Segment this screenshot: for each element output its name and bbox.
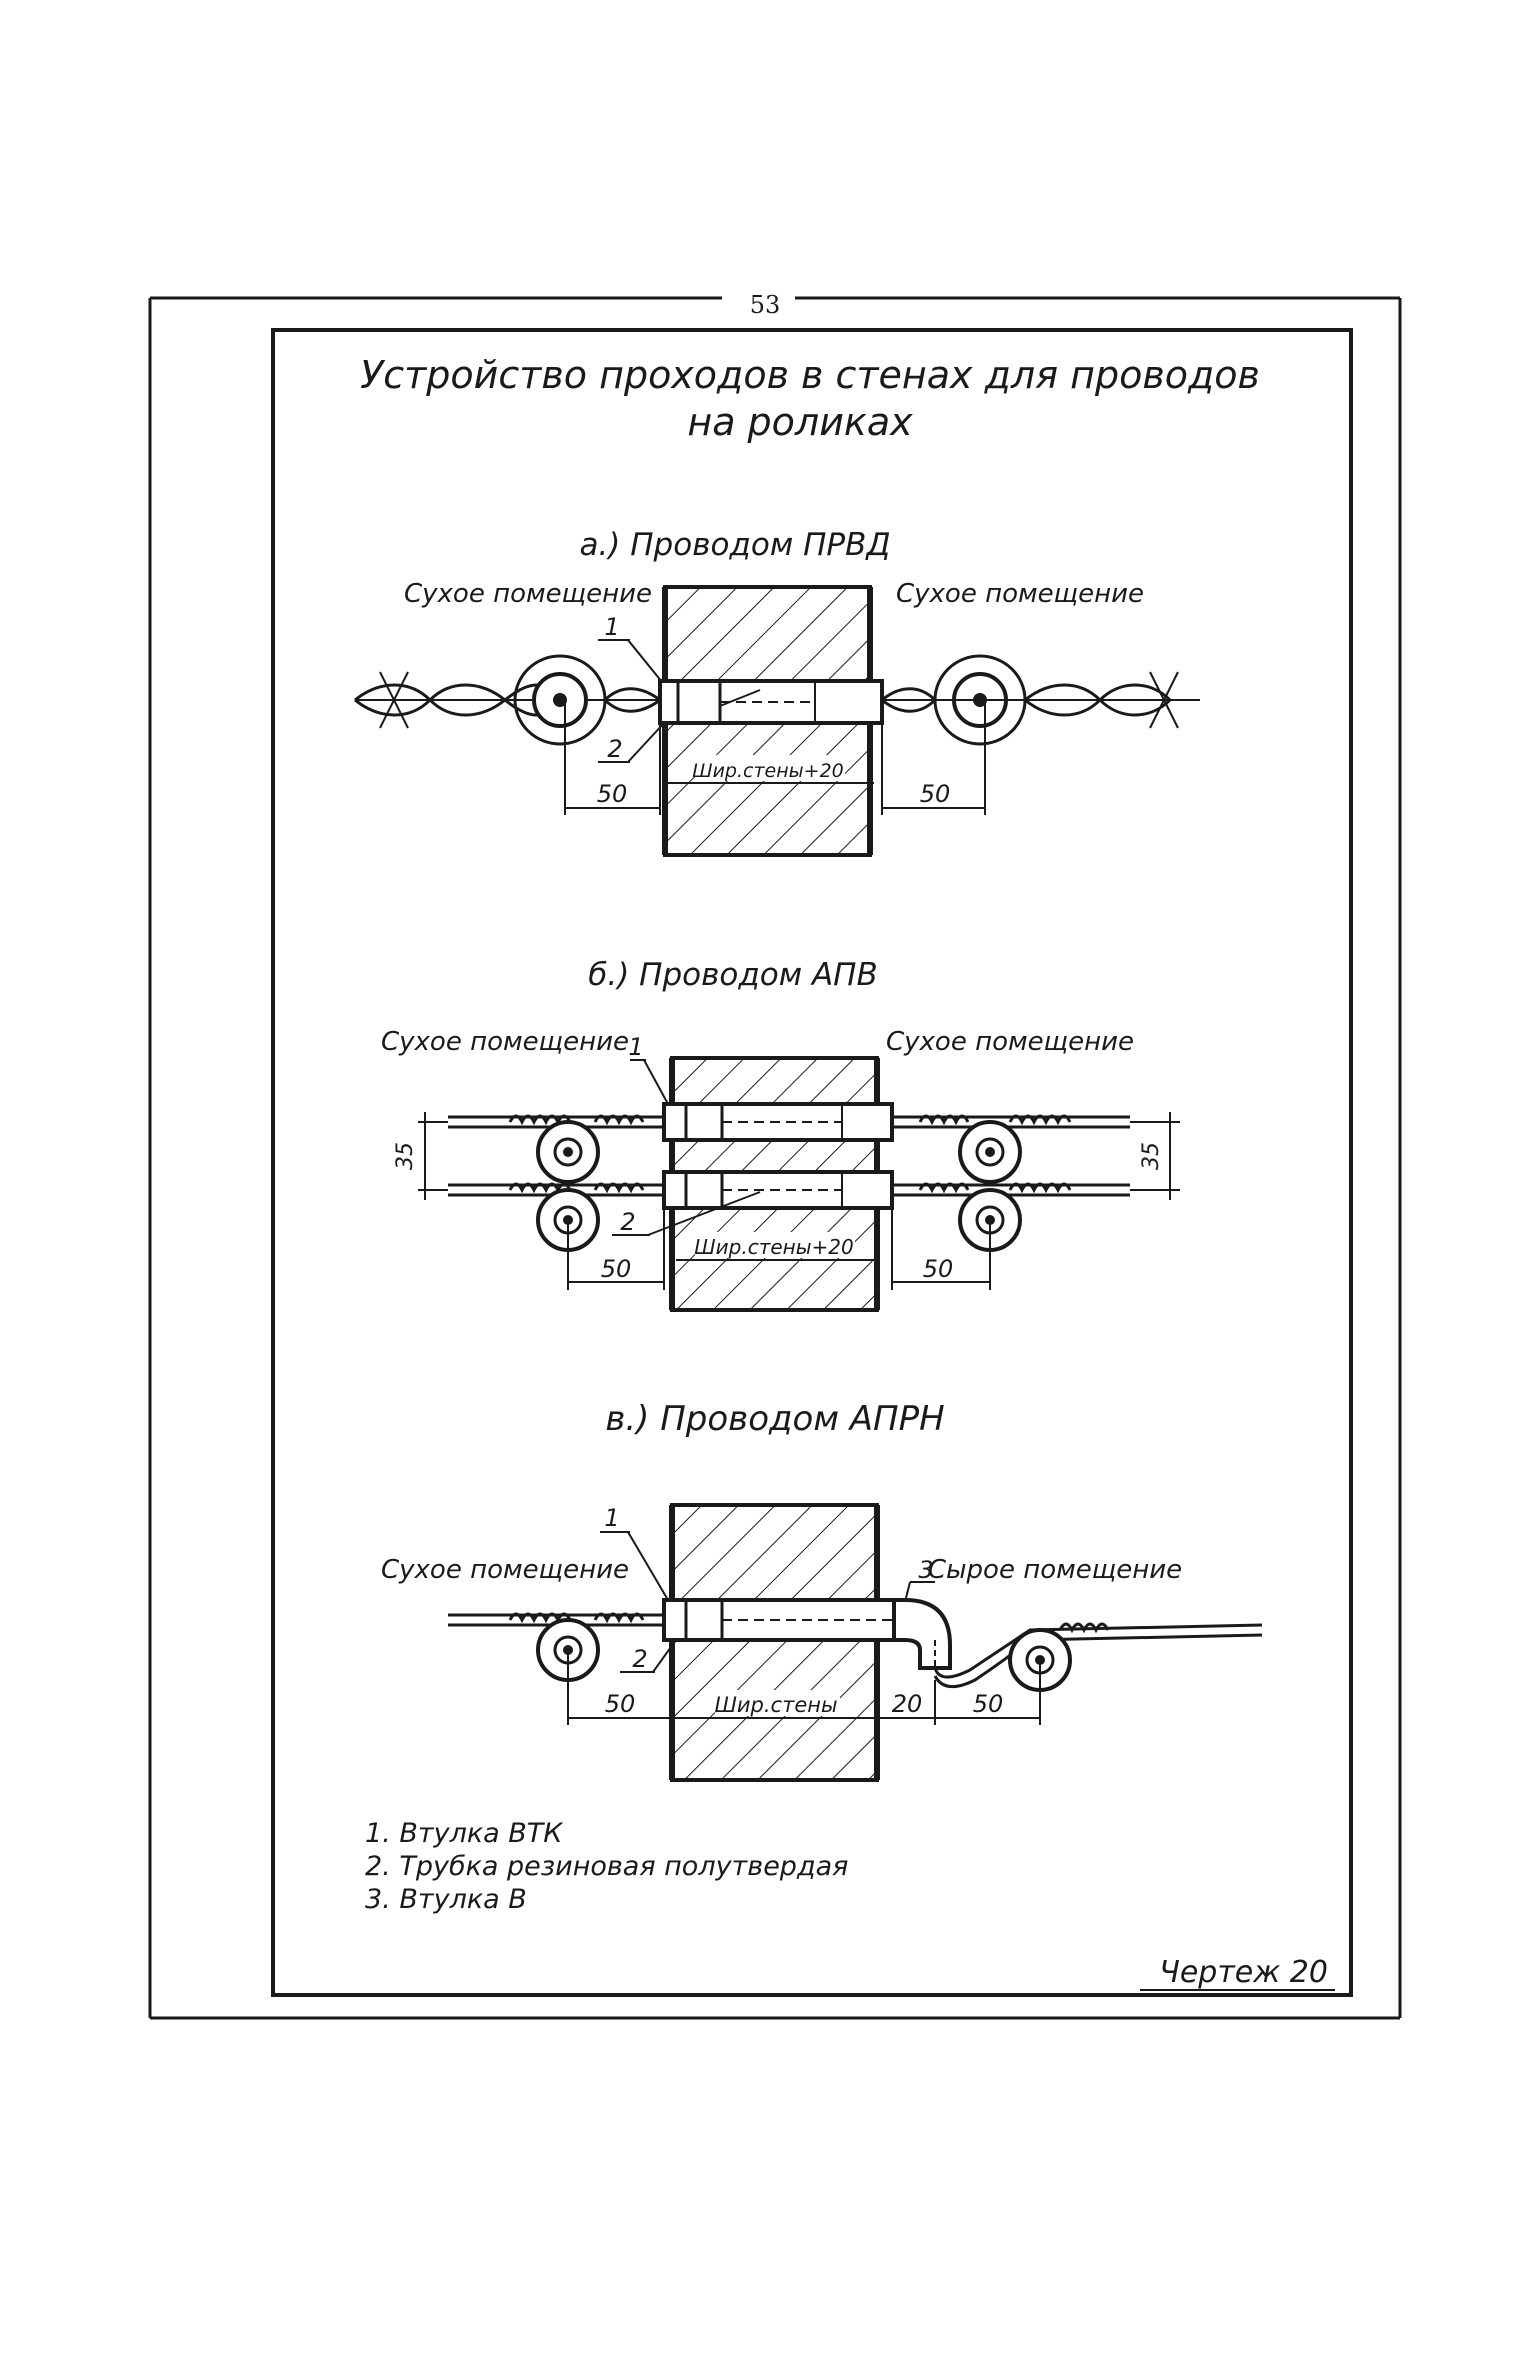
section-b-left-label: Сухое помещение [381,1027,629,1057]
section-a-dim-left: 50 [597,780,628,808]
section-a-heading: а.) Проводом ПРВД [579,527,890,563]
section-c-dim-left: 50 [605,1690,636,1718]
section-c-left-label: Сухое помещение [381,1555,629,1585]
section-b-callout-2: 2 [620,1208,635,1236]
section-a-left-label: Сухое помещение [404,579,652,609]
section-c-callout-1: 1 [604,1504,619,1532]
section-a-dim-wall: Шир.стены+20 [692,760,844,782]
section-a-sleeve [658,679,884,725]
legend-item-2: 2. Трубка резиновая полутвердая [365,1851,848,1882]
section-c-right-label: Сырое помещение [928,1555,1182,1585]
section-a-callout-2: 2 [607,735,622,763]
section-a-dim-right: 50 [920,780,951,808]
section-a-right-label: Сухое помещение [896,579,1144,609]
legend-item-3: 3. Втулка В [365,1884,527,1915]
section-b-dim-spacing-right: 35 [1139,1142,1164,1170]
section-c-dim-right: 50 [973,1690,1004,1718]
page-number: 53 [750,291,781,319]
section-c-bent-sleeve [892,1598,952,1670]
section-a-callout-1: 1 [604,613,619,641]
section-b-dim-left: 50 [601,1255,632,1283]
outer-frame [148,296,1402,2020]
section-b-dim-wall: Шир.стены+20 [694,1235,853,1259]
section-b: б.) Проводом АПВ Сухое помещение Сухое п… [381,957,1180,1312]
section-c-callout-2: 2 [632,1645,647,1673]
legend-item-1: 1. Втулка ВТК [365,1818,564,1849]
legend: 1. Втулка ВТК 2. Трубка резиновая полутв… [365,1818,848,1915]
title-line-1: Устройство проходов в стенах для проводо… [360,353,1260,397]
section-c-dim-wall: Шир.стены [714,1693,837,1717]
section-c-callout-3: 3 [918,1556,933,1584]
section-b-callout-1: 1 [628,1033,643,1061]
section-c-heading: в.) Проводом АПРН [605,1399,944,1439]
section-b-dim-spacing-left: 35 [393,1142,418,1170]
section-a: а.) Проводом ПРВД Сухое помещение Сухое … [354,527,1200,857]
section-c: в.) Проводом АПРН Сухое помещение Сырое … [381,1399,1263,1782]
section-c-wall [670,1503,879,1782]
drawing-label: Чертеж 20 [1159,1955,1328,1990]
section-b-right-label: Сухое помещение [886,1027,1134,1057]
section-c-dim-gap: 20 [892,1690,923,1718]
title-line-2: на роликах [687,400,913,444]
section-b-heading: б.) Проводом АПВ [588,957,878,993]
section-b-dim-right: 50 [923,1255,954,1283]
inner-frame [271,328,1353,1997]
